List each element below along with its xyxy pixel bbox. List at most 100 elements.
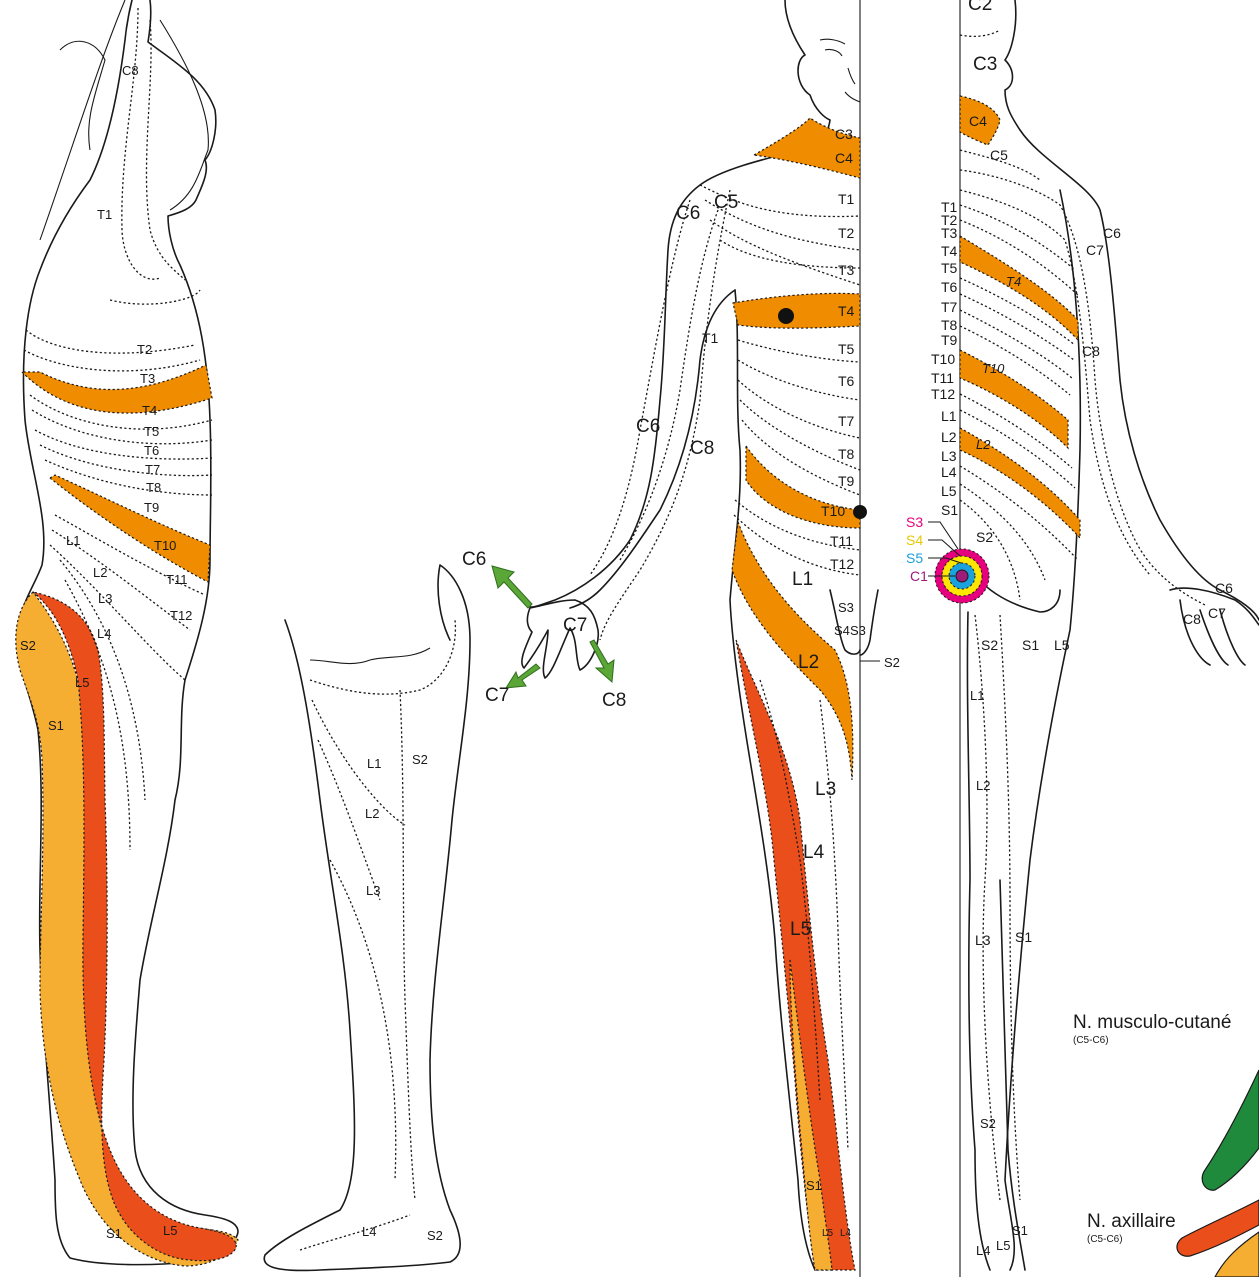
label: T9 bbox=[144, 500, 159, 515]
label: S2 bbox=[981, 637, 998, 653]
label: C2 bbox=[968, 0, 992, 15]
nerve-inset: N. musculo-cutané (C5-C6) N. axillaire (… bbox=[1073, 1012, 1259, 1277]
label: S1 bbox=[1012, 1223, 1028, 1238]
label: L2 bbox=[976, 437, 991, 452]
label: T8 bbox=[941, 317, 958, 333]
label: L3 bbox=[975, 932, 991, 948]
label: T6 bbox=[941, 279, 958, 295]
label: T4 bbox=[142, 403, 157, 418]
side-face bbox=[160, 20, 208, 210]
front-view-figure: C3 C4 C5 C6 T1 T2 T3 T4 T5 T6 T7 T8 T9 T… bbox=[462, 0, 900, 1277]
front-arrows bbox=[492, 566, 614, 688]
label: L4 bbox=[840, 1228, 852, 1239]
label: C7 bbox=[485, 685, 509, 706]
label: T1 bbox=[97, 207, 112, 222]
label: S4 bbox=[834, 623, 850, 638]
side-arm-outline bbox=[40, 0, 125, 240]
back-t10-band bbox=[960, 350, 1068, 448]
label: C5 bbox=[714, 192, 738, 213]
label: T2 bbox=[137, 342, 152, 357]
front-l5-band bbox=[736, 640, 855, 1270]
label: T3 bbox=[941, 225, 958, 241]
label: T7 bbox=[838, 413, 855, 429]
label: C7 bbox=[1208, 605, 1226, 621]
label: L2 bbox=[976, 778, 990, 793]
label: T5 bbox=[941, 260, 958, 276]
label: T3 bbox=[140, 371, 155, 386]
label: C8 bbox=[602, 690, 626, 711]
leg-dotted-lines bbox=[300, 620, 455, 1250]
front-face bbox=[820, 39, 860, 102]
label: C8 bbox=[690, 438, 714, 459]
label: L2 bbox=[93, 565, 107, 580]
label: T12 bbox=[830, 556, 854, 572]
label: L4 bbox=[803, 842, 825, 863]
label: T7 bbox=[145, 462, 160, 477]
label: T12 bbox=[931, 386, 955, 402]
label: S1 bbox=[106, 1226, 122, 1241]
leg-view-figure: L1 S2 L2 L3 L4 S2 bbox=[264, 565, 470, 1270]
label: T10 bbox=[821, 503, 845, 519]
label: L4 bbox=[97, 626, 111, 641]
leg-inner-curves bbox=[310, 648, 430, 664]
label: L4 bbox=[941, 464, 957, 480]
label: S1 bbox=[941, 502, 958, 518]
label: T12 bbox=[170, 608, 192, 623]
side-s1-band bbox=[16, 592, 238, 1266]
label: T2 bbox=[838, 225, 855, 241]
label: S2 bbox=[20, 638, 36, 653]
label: L3 bbox=[815, 779, 836, 800]
label: T1 bbox=[838, 191, 855, 207]
label: T3 bbox=[838, 262, 855, 278]
label: T9 bbox=[941, 332, 958, 348]
back-torso-side bbox=[1005, 190, 1080, 1270]
label: L4 bbox=[362, 1224, 376, 1239]
label: C6 bbox=[1103, 225, 1121, 241]
label: T9 bbox=[838, 473, 855, 489]
leg-outline bbox=[264, 565, 470, 1270]
side-t4-band bbox=[22, 365, 212, 413]
label: L1 bbox=[367, 756, 381, 771]
nerve-musculo-cutane-roots: (C5-C6) bbox=[1073, 1035, 1109, 1046]
front-t10-dot bbox=[853, 505, 867, 519]
label: C6 bbox=[1215, 580, 1233, 596]
label: L2 bbox=[941, 429, 957, 445]
label: L1 bbox=[941, 408, 957, 424]
label: L1 bbox=[792, 569, 813, 590]
label: T4 bbox=[1006, 274, 1021, 289]
label: L5 bbox=[822, 1228, 834, 1239]
label: S3 bbox=[906, 514, 923, 530]
anal-ring-c1 bbox=[956, 570, 968, 582]
label: T10 bbox=[931, 351, 955, 367]
label: T11 bbox=[830, 533, 853, 549]
label: C7 bbox=[563, 615, 587, 636]
label: C3 bbox=[835, 126, 853, 142]
label: C3 bbox=[973, 54, 997, 75]
label: L2 bbox=[365, 806, 379, 821]
label: C4 bbox=[969, 113, 987, 129]
label: S5 bbox=[906, 550, 923, 566]
label: L5 bbox=[163, 1223, 177, 1238]
arrow-c6 bbox=[492, 566, 532, 608]
label: L2 bbox=[798, 652, 819, 673]
label: C4 bbox=[835, 150, 853, 166]
nerve-musculo-cutane-name: N. musculo-cutané bbox=[1073, 1012, 1231, 1033]
label: S1 bbox=[806, 1178, 822, 1193]
label: S2 bbox=[884, 655, 900, 670]
arrow-c8 bbox=[590, 640, 614, 682]
back-view-figure: C2 C3 C4 C5 T1 T2 T3 T4 T5 T6 T7 T8 T9 T… bbox=[906, 0, 1259, 1277]
label: L1 bbox=[66, 533, 80, 548]
nerve-axillaire-roots: (C5-C6) bbox=[1087, 1234, 1123, 1245]
label: T10 bbox=[982, 361, 1005, 376]
label: S2 bbox=[427, 1228, 443, 1243]
label: T6 bbox=[838, 373, 855, 389]
label: T5 bbox=[144, 424, 159, 439]
side-t10-band bbox=[50, 475, 210, 582]
label: T6 bbox=[144, 443, 159, 458]
label: T4 bbox=[941, 243, 958, 259]
label: T4 bbox=[838, 303, 855, 319]
leg-labels: L1 S2 L2 L3 L4 S2 bbox=[362, 752, 443, 1243]
label: L5 bbox=[75, 675, 89, 690]
nerve-musculo-cutane-shape bbox=[1202, 1070, 1259, 1190]
